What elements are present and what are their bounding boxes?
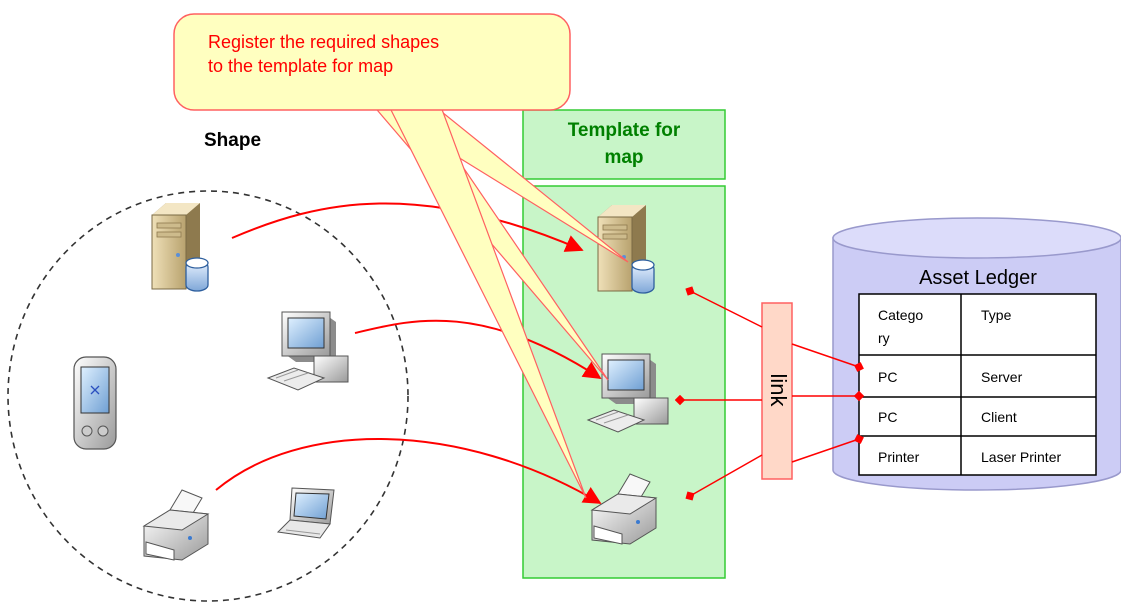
table-row-2-category: PC xyxy=(878,409,897,425)
server-icon xyxy=(151,202,209,292)
table-row-1-category: PC xyxy=(878,369,897,385)
desktop-pc-icon xyxy=(267,311,349,391)
asset-ledger-title: Asset Ledger xyxy=(919,267,1037,289)
register-arrow-server xyxy=(231,202,584,252)
template-title-box xyxy=(522,109,726,180)
link-label: link xyxy=(766,373,791,407)
shape-group-title: Shape xyxy=(204,130,261,151)
laptop-icon xyxy=(277,487,335,539)
callout-text-line2: to the template for map xyxy=(208,56,393,76)
register-arrow-pc xyxy=(354,319,602,379)
link-box xyxy=(761,302,793,480)
template-title-line2: map xyxy=(604,147,643,168)
printer-icon xyxy=(143,489,209,561)
table-row-3-category: Printer xyxy=(878,449,920,465)
callout-text-line1: Register the required shapes xyxy=(208,32,439,52)
asset-ledger-table xyxy=(858,293,1097,476)
link-connectors xyxy=(674,286,865,501)
callout-balloon xyxy=(173,13,629,499)
pda-icon xyxy=(73,356,117,450)
table-row-2-type: Client xyxy=(981,409,1017,425)
table-row-3-type: Laser Printer xyxy=(981,449,1061,465)
template-title-line1: Template for xyxy=(568,120,681,141)
table-row-1-type: Server xyxy=(981,369,1023,385)
shape-group-boundary xyxy=(7,190,409,602)
register-arrow-printer xyxy=(215,438,602,504)
table-header-type: Type xyxy=(981,307,1012,323)
table-header-category-part2: ry xyxy=(878,330,890,346)
table-header-category-part1: Catego xyxy=(878,307,923,323)
